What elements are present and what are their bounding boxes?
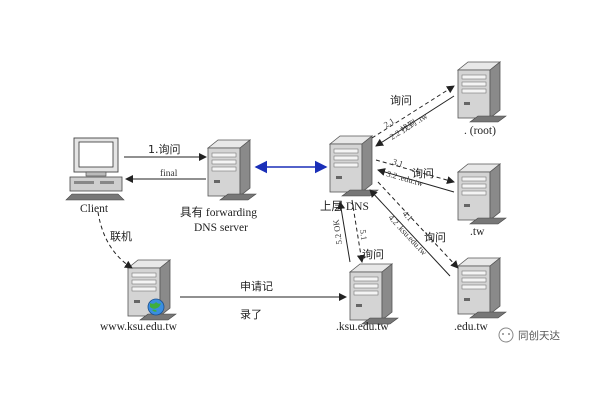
- server-edu-tw: [457, 257, 507, 319]
- edge-label-query-ksu: 询问: [362, 248, 384, 261]
- edge-label-query-root: 询问: [390, 94, 412, 107]
- edge-label-5-2: 5.2 OK: [330, 218, 344, 245]
- wechat-icon: [498, 327, 514, 343]
- client-computer-icon: [65, 137, 125, 201]
- server-root: [457, 61, 507, 123]
- edge-label-step1: 1.询问: [148, 143, 181, 156]
- arrow-5-1: [351, 199, 365, 263]
- label-forwarding-2: DNS server: [194, 222, 248, 234]
- server-forwarding: [207, 139, 257, 201]
- label-edu-tw: .edu.tw: [454, 321, 489, 333]
- label-root: . (root): [464, 125, 496, 137]
- edge-label-connect: 联机: [110, 229, 132, 243]
- edge-label-5-1: 5.1: [358, 229, 369, 241]
- edge-label-apply-1: 申请记: [240, 280, 273, 293]
- server-upper-dns: [329, 135, 379, 197]
- watermark: 同创天达: [498, 327, 560, 343]
- label-upper-dns: 上层 DNS: [320, 200, 369, 213]
- arrow-3-2: [377, 168, 455, 193]
- label-client: Client: [80, 203, 109, 215]
- arrow-4-1: [377, 181, 459, 269]
- watermark-text: 同创天达: [518, 329, 560, 342]
- arrow-5-2: [337, 201, 351, 263]
- arrow-4-2: [369, 189, 451, 277]
- edge-label-apply-2: 录了: [240, 308, 262, 321]
- server-tw: [457, 163, 507, 225]
- label-ksu-edu-tw: .ksu.edu.tw: [336, 321, 389, 333]
- edge-label-final: final: [160, 168, 178, 179]
- arrow-2-1: [371, 85, 455, 139]
- globe-icon: [147, 298, 165, 316]
- edge-label-3-1: 3.1: [391, 156, 404, 169]
- arrow-2-2: [375, 95, 455, 147]
- edge-label-query-edu: 询问: [424, 231, 446, 244]
- server-ksu-edu-tw: [349, 263, 399, 325]
- server-www: [127, 259, 177, 321]
- edge-label-query-tw: 询问: [412, 167, 434, 180]
- label-www-host: www.ksu.edu.tw: [100, 321, 178, 333]
- edge-label-2-1: 2.1: [382, 116, 396, 130]
- arrow-connect: [97, 211, 133, 269]
- label-tw: .tw: [470, 226, 485, 238]
- label-forwarding-1: 具有 forwarding: [180, 205, 257, 219]
